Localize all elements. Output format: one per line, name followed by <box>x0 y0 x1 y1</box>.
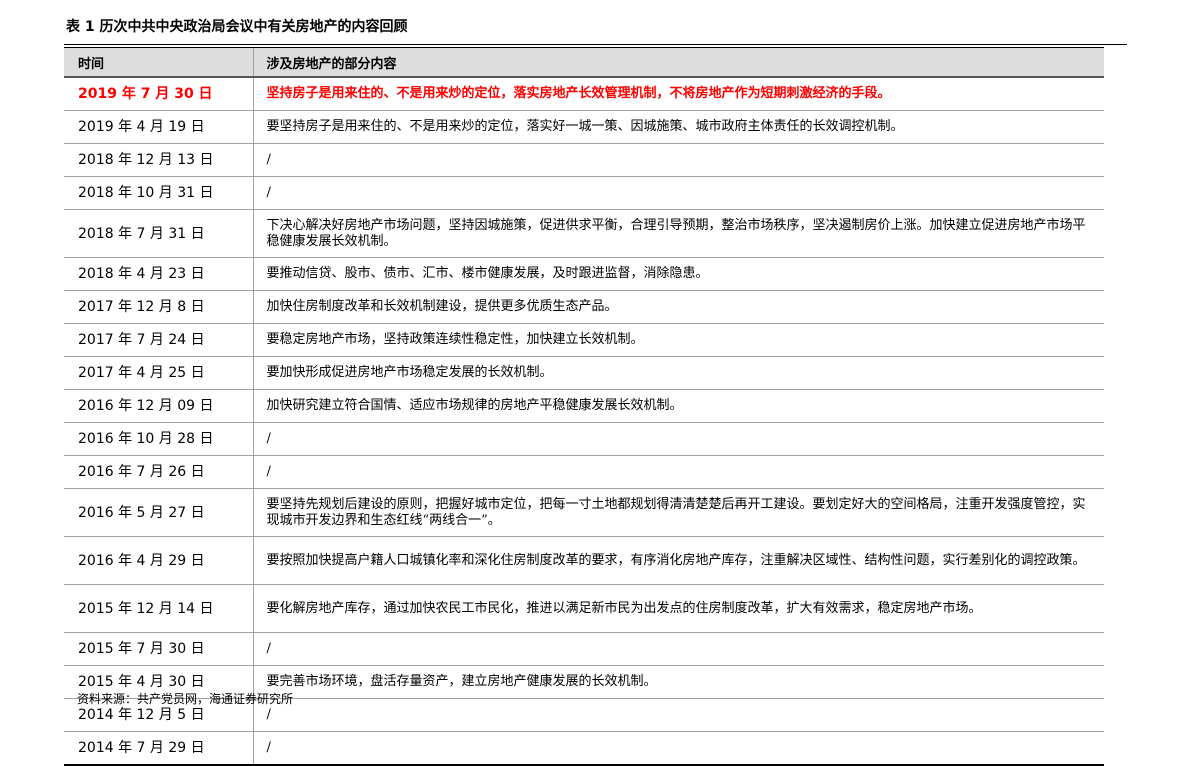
row-content: / <box>252 455 1104 489</box>
row-date: 2016 年 10 月 28 日 <box>64 422 253 456</box>
table-row: 2016 年 12 月 09 日 加快研究建立符合国情、适应市场规律的房地产平稳… <box>64 389 1104 423</box>
row-content: 要坚持先规划后建设的原则，把握好城市定位，把每一寸土地都规划得清清楚楚后再开工建… <box>252 488 1104 537</box>
table-caption: 表 1 历次中共中央政治局会议中有关房地产的内容回顾 <box>66 19 408 35</box>
row-content: 要坚持房子是用来住的、不是用来炒的定位，落实好一城一策、因城施策、城市政府主体责… <box>252 110 1104 144</box>
row-content: 要化解房地产库存，通过加快农民工市民化，推进以满足新市民为出发点的住房制度改革，… <box>252 584 1104 633</box>
row-content: 要完善市场环境，盘活存量资产，建立房地产健康发展的长效机制。 <box>252 665 1104 699</box>
row-content: 要推动信贷、股市、债市、汇市、楼市健康发展，及时跟进监督，消除隐患。 <box>252 257 1104 291</box>
table-row: 2016 年 5 月 27 日 要坚持先规划后建设的原则，把握好城市定位，把每一… <box>64 488 1104 537</box>
row-content: / <box>252 143 1104 177</box>
row-content: 加快住房制度改革和长效机制建设，提供更多优质生态产品。 <box>252 290 1104 324</box>
row-date: 2015 年 7 月 30 日 <box>64 632 253 666</box>
row-content: 坚持房子是用来住的、不是用来炒的定位，落实房地产长效管理机制，不将房地产作为短期… <box>252 77 1104 111</box>
row-date: 2015 年 12 月 14 日 <box>64 584 253 633</box>
row-content: 要加快形成促进房地产市场稳定发展的长效机制。 <box>252 356 1104 390</box>
row-content: 下决心解决好房地产市场问题，坚持因城施策，促进供求平衡，合理引导预期，整治市场秩… <box>252 209 1104 258</box>
document-page: 表 1 历次中共中央政治局会议中有关房地产的内容回顾 时间 涉及房地产的部分内容… <box>64 19 1127 766</box>
row-date: 2019 年 4 月 19 日 <box>64 110 253 144</box>
table-row: 2014 年 12 月 5 日 / <box>64 698 1104 732</box>
row-date: 2017 年 7 月 24 日 <box>64 323 253 357</box>
table-row: 2014 年 7 月 29 日 / <box>64 731 1104 766</box>
row-content: / <box>252 698 1104 732</box>
row-date: 2018 年 12 月 13 日 <box>64 143 253 177</box>
caption-rule <box>64 44 1127 45</box>
politburo-meetings-table: 时间 涉及房地产的部分内容 2019 年 7 月 30 日 坚持房子是用来住的、… <box>64 47 1104 766</box>
row-date: 2019 年 7 月 30 日 <box>64 77 253 111</box>
row-date: 2018 年 10 月 31 日 <box>64 176 253 210</box>
table-row: 2016 年 4 月 29 日 要按照加快提高户籍人口城镇化率和深化住房制度改革… <box>64 536 1104 585</box>
row-content: 加快研究建立符合国情、适应市场规律的房地产平稳健康发展长效机制。 <box>252 389 1104 423</box>
row-date: 2017 年 4 月 25 日 <box>64 356 253 390</box>
row-date: 2018 年 7 月 31 日 <box>64 209 253 258</box>
row-date: 2016 年 7 月 26 日 <box>64 455 253 489</box>
row-content: / <box>252 422 1104 456</box>
row-date: 2014 年 12 月 5 日 <box>64 698 253 732</box>
header-content: 涉及房地产的部分内容 <box>252 47 1104 78</box>
table-row: 2018 年 12 月 13 日 / <box>64 143 1104 177</box>
row-date: 2017 年 12 月 8 日 <box>64 290 253 324</box>
source-note: 资料来源：共产党员网，海通证券研究所 <box>77 692 294 706</box>
row-date: 2018 年 4 月 23 日 <box>64 257 253 291</box>
table-row: 2015 年 7 月 30 日 / <box>64 632 1104 666</box>
row-content: / <box>252 731 1104 766</box>
row-content: 要稳定房地产市场，坚持政策连续性稳定性，加快建立长效机制。 <box>252 323 1104 357</box>
table-row: 2019 年 4 月 19 日 要坚持房子是用来住的、不是用来炒的定位，落实好一… <box>64 110 1104 144</box>
row-content: 要按照加快提高户籍人口城镇化率和深化住房制度改革的要求，有序消化房地产库存，注重… <box>252 536 1104 585</box>
table-row: 2018 年 4 月 23 日 要推动信贷、股市、债市、汇市、楼市健康发展，及时… <box>64 257 1104 291</box>
table-row: 2015 年 12 月 14 日 要化解房地产库存，通过加快农民工市民化，推进以… <box>64 584 1104 633</box>
row-date: 2014 年 7 月 29 日 <box>64 731 253 766</box>
table-row: 2017 年 4 月 25 日 要加快形成促进房地产市场稳定发展的长效机制。 <box>64 356 1104 390</box>
table-row: 2018 年 10 月 31 日 / <box>64 176 1104 210</box>
table-row: 2015 年 4 月 30 日 要完善市场环境，盘活存量资产，建立房地产健康发展… <box>64 665 1104 699</box>
table-row: 2018 年 7 月 31 日 下决心解决好房地产市场问题，坚持因城施策，促进供… <box>64 209 1104 258</box>
header-date: 时间 <box>64 47 253 78</box>
table-row: 2016 年 7 月 26 日 / <box>64 455 1104 489</box>
row-content: / <box>252 632 1104 666</box>
table-header-row: 时间 涉及房地产的部分内容 <box>64 47 1104 78</box>
table-row: 2017 年 7 月 24 日 要稳定房地产市场，坚持政策连续性稳定性，加快建立… <box>64 323 1104 357</box>
row-content: / <box>252 176 1104 210</box>
table-row: 2017 年 12 月 8 日 加快住房制度改革和长效机制建设，提供更多优质生态… <box>64 290 1104 324</box>
row-date: 2016 年 5 月 27 日 <box>64 488 253 537</box>
row-date: 2015 年 4 月 30 日 <box>64 665 253 699</box>
row-date: 2016 年 4 月 29 日 <box>64 536 253 585</box>
table-row: 2019 年 7 月 30 日 坚持房子是用来住的、不是用来炒的定位，落实房地产… <box>64 77 1104 111</box>
row-date: 2016 年 12 月 09 日 <box>64 389 253 423</box>
table-row: 2016 年 10 月 28 日 / <box>64 422 1104 456</box>
